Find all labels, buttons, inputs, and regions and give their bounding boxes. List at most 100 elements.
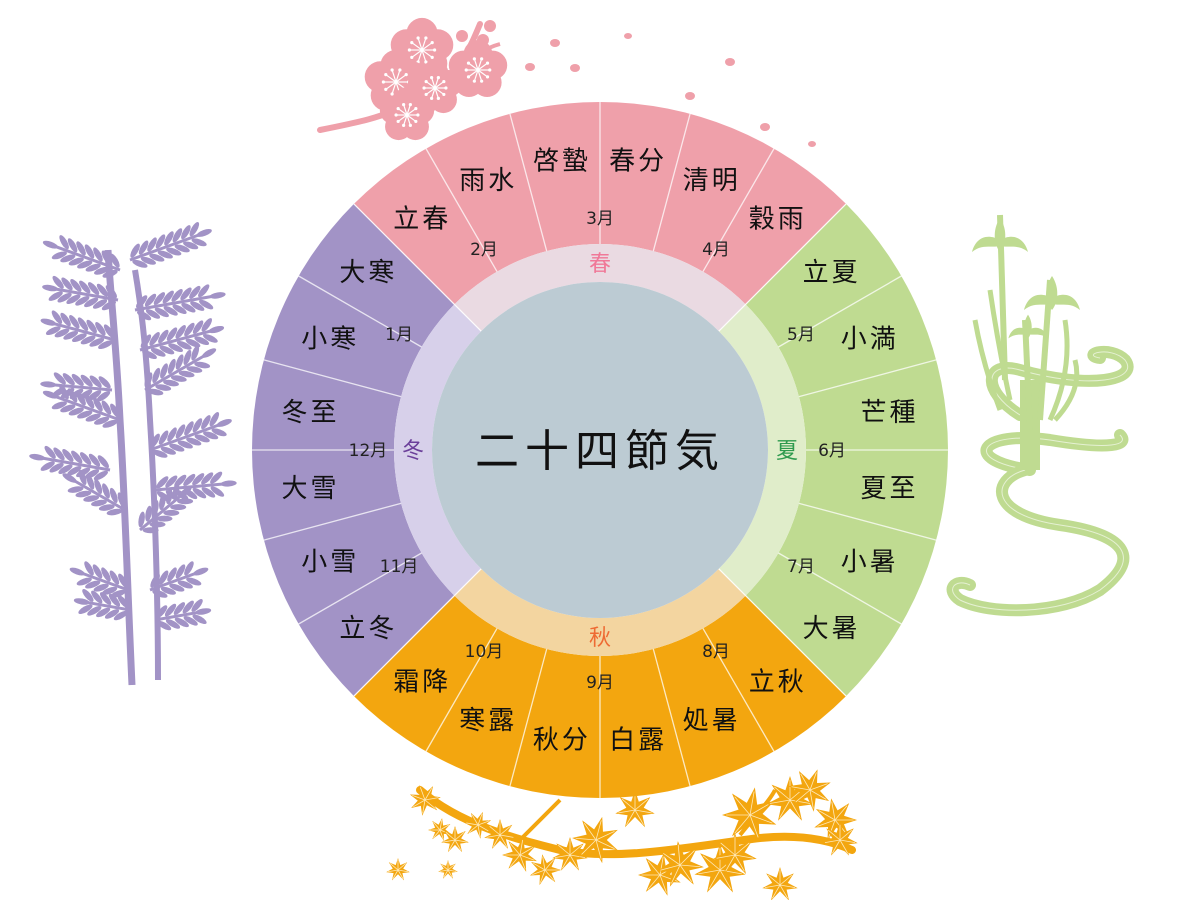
term-label: 大雪 xyxy=(281,474,339,504)
plum-blossom-decoration xyxy=(317,17,816,147)
term-label: 小雪 xyxy=(301,548,359,578)
divider-line xyxy=(425,148,498,272)
season-label-autumn: 秋 xyxy=(589,626,611,651)
month-label: 6月 xyxy=(818,441,846,461)
month-label: 4月 xyxy=(702,240,730,260)
leaf-frond-icon xyxy=(149,561,209,598)
divider-line xyxy=(652,648,691,787)
leaf-frond-icon xyxy=(62,469,126,516)
leaf-frond-icon xyxy=(42,385,121,428)
plum-flower-icon xyxy=(448,40,508,98)
month-label: 12月 xyxy=(349,441,388,461)
maple-leaf-icon xyxy=(438,860,458,879)
maple-leaf-icon xyxy=(822,822,858,856)
maple-leaf-icon xyxy=(572,816,618,864)
solar-terms-wheel: 立春雨水啓蟄春分清明穀雨立夏小満芒種夏至小暑大暑立秋処暑白露秋分寒露霜降立冬小雪… xyxy=(252,102,948,798)
petal-icon xyxy=(685,92,695,100)
term-label: 処暑 xyxy=(683,706,741,736)
iris-flower-icon xyxy=(1024,276,1080,310)
term-label: 芒種 xyxy=(860,398,918,428)
divider-line xyxy=(778,275,902,348)
petal-icon xyxy=(624,33,632,39)
divider-line xyxy=(263,359,402,398)
maple-leaf-icon xyxy=(766,776,814,821)
season-labels: 春夏秋 冬 xyxy=(402,252,798,651)
season-label-spring: 春 xyxy=(589,252,611,277)
season-label-summer: 夏 xyxy=(776,439,798,464)
petal-icon xyxy=(725,58,735,66)
divider-line xyxy=(778,552,902,625)
divider-line xyxy=(298,275,422,348)
divider-line xyxy=(652,113,691,252)
leaf-frond-icon xyxy=(138,482,194,534)
term-label: 穀雨 xyxy=(749,204,807,234)
month-label: 9月 xyxy=(586,673,614,693)
divider-line xyxy=(702,148,775,272)
term-label: 啓蟄 xyxy=(533,146,591,176)
center-circle xyxy=(432,282,768,618)
petal-icon xyxy=(808,141,816,147)
maple-decoration xyxy=(386,769,858,901)
maple-leaf-icon xyxy=(721,787,777,842)
leaf-frond-icon xyxy=(149,412,232,458)
term-label: 小満 xyxy=(841,324,899,354)
maple-leaf-icon xyxy=(788,769,831,812)
leaf-frond-icon xyxy=(139,318,225,360)
month-label: 5月 xyxy=(787,325,815,345)
term-label: 立秋 xyxy=(749,668,807,698)
month-label: 2月 xyxy=(470,240,498,260)
maple-leaf-icon xyxy=(762,867,798,901)
petal-icon xyxy=(550,39,560,47)
term-label: 寒露 xyxy=(459,706,517,736)
divider-line xyxy=(702,628,775,752)
divider-line xyxy=(718,203,847,332)
season-ring xyxy=(393,244,807,656)
maple-leaf-icon xyxy=(529,854,562,886)
maple-leaf-icon xyxy=(484,819,516,849)
maple-leaf-icon xyxy=(386,858,410,881)
nandina-decoration xyxy=(29,222,237,686)
leaf-frond-icon xyxy=(73,589,131,621)
month-label: 3月 xyxy=(586,209,614,229)
maple-leaf-icon xyxy=(656,841,704,887)
ring-autumn xyxy=(454,568,746,656)
term-label: 大暑 xyxy=(803,614,861,644)
term-label: 秋分 xyxy=(533,726,591,756)
term-label: 冬至 xyxy=(281,398,339,428)
ring-spring xyxy=(454,244,746,332)
divider-line xyxy=(798,359,937,398)
term-label: 霜降 xyxy=(393,668,451,698)
leaf-frond-icon xyxy=(144,345,217,396)
term-label: 大寒 xyxy=(339,258,397,288)
diagram-title: 二十四節気 xyxy=(475,426,725,477)
maple-leaf-icon xyxy=(409,784,441,816)
divider-line xyxy=(263,502,402,541)
maple-leaf-icon xyxy=(441,826,469,853)
leaf-frond-icon xyxy=(42,235,121,278)
leaf-frond-icon xyxy=(129,222,212,268)
petal-icon xyxy=(760,123,770,131)
maple-leaf-icon xyxy=(552,837,588,871)
divider-line xyxy=(509,648,548,787)
term-label: 立春 xyxy=(393,204,451,234)
divider-line xyxy=(298,552,422,625)
ring-winter xyxy=(393,304,482,596)
leaf-frond-icon xyxy=(42,275,119,311)
petal-icon xyxy=(525,63,535,71)
maple-leaf-icon xyxy=(713,833,757,875)
divider-line xyxy=(353,203,482,332)
divider-line xyxy=(353,568,482,697)
leaf-frond-icon xyxy=(40,310,116,350)
season-label-winter: 冬 xyxy=(402,439,424,464)
term-label: 夏至 xyxy=(860,474,918,504)
month-label: 7月 xyxy=(787,557,815,577)
term-label: 立冬 xyxy=(339,614,397,644)
divider-line xyxy=(509,113,548,252)
month-label: 8月 xyxy=(702,642,730,662)
petal-icon xyxy=(570,64,580,72)
term-label: 立夏 xyxy=(803,258,861,288)
maple-leaf-icon xyxy=(502,837,537,872)
divider-line xyxy=(718,568,847,697)
